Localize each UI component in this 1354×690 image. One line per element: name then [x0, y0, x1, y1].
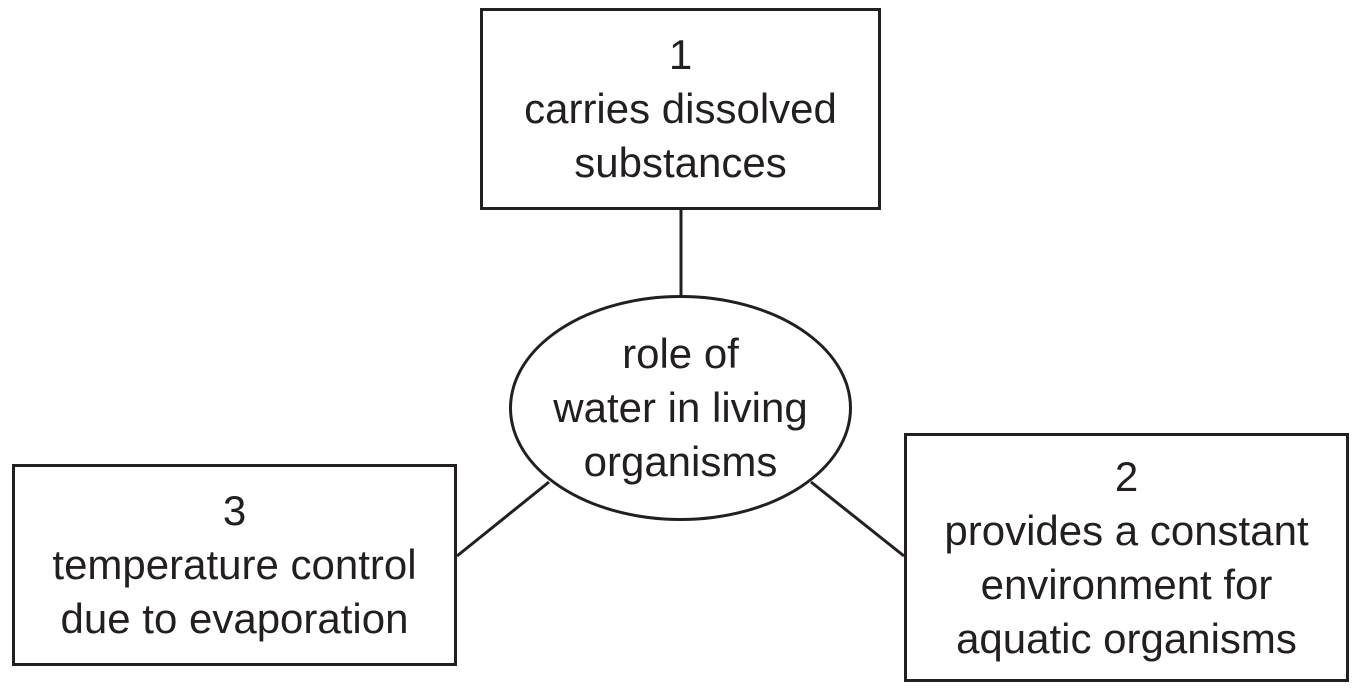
box-text-line: provides a constant — [944, 506, 1309, 554]
box-number: 2 — [1114, 452, 1139, 500]
center-text-line: organisms — [583, 438, 778, 485]
central-concept-ellipse: role of water in living organisms — [509, 295, 852, 521]
center-text-line: role of — [622, 330, 739, 377]
center-text-line: water in living — [553, 384, 808, 431]
box-text-line: environment for — [980, 560, 1273, 608]
function-box-2: 2 provides a constant environment for aq… — [904, 433, 1349, 682]
box-text-line: carries dissolved — [524, 85, 837, 132]
connector-center-to-box-2 — [810, 480, 905, 558]
function-box-3: 3 temperature control due to evaporation — [12, 464, 457, 666]
box-text-line: substances — [574, 139, 787, 186]
box-text-line: temperature control — [52, 541, 417, 588]
box-text-line: aquatic organisms — [956, 614, 1297, 662]
function-box-1: 1 carries dissolved substances — [480, 8, 881, 210]
box-number: 1 — [668, 31, 693, 78]
box-text-line: due to evaporation — [60, 595, 409, 642]
box-number: 3 — [222, 487, 247, 534]
connector-center-to-box-3 — [456, 480, 550, 558]
